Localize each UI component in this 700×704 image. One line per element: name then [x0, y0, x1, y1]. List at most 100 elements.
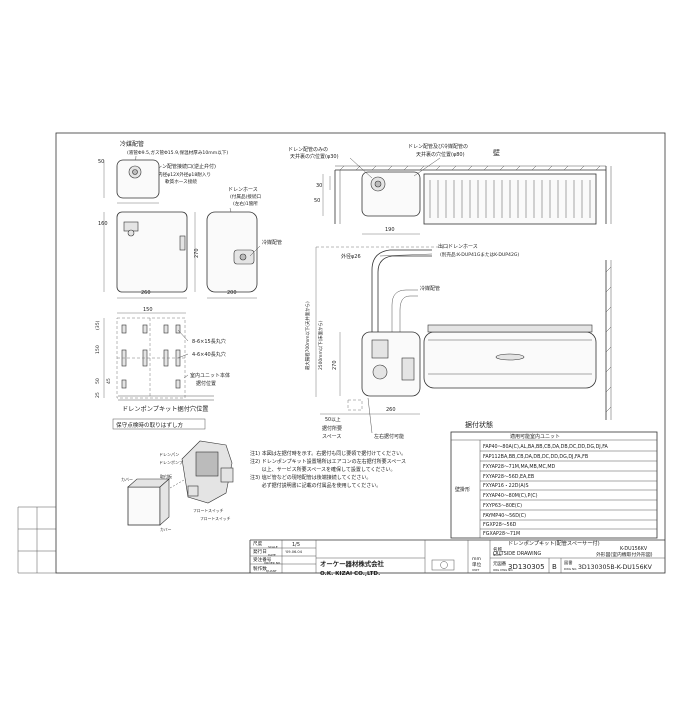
dwg-label: 図番	[564, 559, 573, 566]
revision: B	[552, 563, 557, 571]
dim-35: (35)	[95, 320, 101, 330]
footnote: 注2) ドレンポンプキット設置場所はエアコンの左右据付所要スペース	[250, 458, 406, 465]
wall-install-view: 出口ドレンホース (別売品:K-DUP41GまたはK-DUP42G) 外径φ26…	[304, 243, 612, 440]
dwg-sub: DWG NO.	[564, 567, 577, 571]
unit-value: mm	[472, 557, 481, 562]
unit-sub: UNIT	[472, 568, 479, 572]
label-unit-body: 室内ユニット本体	[190, 372, 230, 379]
part-2: ドレンポンプ	[159, 459, 183, 465]
label-drain-hose-conn: 軟質ホース接続	[165, 178, 197, 185]
table-row: FXYAP16・22D(A)S	[483, 483, 529, 489]
install-table: 据付状態 適用可能室内ユニット 壁掛形 FAP40～80A(C),AL,BA,B…	[450, 420, 658, 539]
order-sub: ORDER NO.	[264, 561, 281, 565]
label-left-right: (左右)1箇所	[233, 200, 258, 207]
date-label: 発行日	[253, 548, 267, 555]
note-drain-cooling: ドレン配管及び冷媒配管の	[408, 143, 468, 150]
footnote: 注1) 本図は左据付時を示す。右据付も同じ要領で据付けてください。	[250, 450, 406, 457]
date-sub: DATE	[268, 553, 276, 557]
model: K-DU156KV	[620, 546, 648, 552]
table-header: 適用可能室内ユニット	[510, 433, 560, 440]
hole-layout-title: ドレンポンプキット据付穴位置	[122, 405, 208, 413]
company-en: O.K. KIZAI CO.,LTD.	[320, 571, 380, 577]
footnote: 必ず据付説明書に記載の付属品を使用してください。	[250, 482, 381, 489]
label-lift-2: 2500mm以下(床面から)	[317, 320, 324, 370]
label-holes-4: 4-6×40長丸穴	[192, 351, 226, 358]
label-space-2: スペース	[322, 434, 341, 440]
dim-wall-270: 270	[332, 360, 338, 370]
orig-label: 元図番	[493, 560, 507, 567]
pump-front-body	[116, 211, 188, 293]
dim-50-plus: 50以上	[325, 416, 341, 423]
dim-wall-260: 260	[386, 407, 396, 413]
footnotes: 注1) 本図は左据付時を示す。右据付も同じ要領で据付けてください。 注2) ドレ…	[250, 450, 406, 489]
part-5: 取付板	[160, 473, 172, 479]
date-value: '09.06.04	[285, 550, 303, 554]
part-4: フロートスイッチ	[200, 516, 231, 521]
orig-value: 3D130305	[508, 563, 545, 571]
label-outlet-hose: 出口ドレンホース	[438, 243, 478, 250]
pump-side-body	[206, 211, 258, 293]
table-row: FAP40～80A(C),AL,BA,BB,CB,DA,DB,DC,DD,DG,…	[483, 444, 609, 450]
table-row: FAP112BA,BB,CB,DA,DB,DC,DD,DG,DJ,FA,FB	[483, 454, 588, 460]
name-sub: NAME	[493, 553, 502, 557]
orig-sub: ORG DWG NO.	[493, 568, 513, 572]
dim-50: 50	[98, 159, 104, 165]
outside-drawing-jp: 外形図(室内機取付外形図)	[596, 553, 653, 558]
scale-label: 尺度	[253, 540, 263, 547]
table-title: 据付状態	[465, 420, 493, 429]
note-drain-only: ドレン配管のみの	[288, 146, 328, 153]
scale-sub: SCALE	[268, 545, 278, 549]
title-block: 尺度 発行日 受注番号 製作数 SCALE DATE ORDER NO. QUA…	[249, 539, 665, 577]
note-hole-30: 天井裏の穴位置(φ30)	[290, 153, 339, 160]
maker-label: 製作数	[253, 565, 267, 572]
part-1: ドレンパン	[159, 452, 179, 457]
dim-150: 150	[143, 307, 153, 313]
part-6: カバー	[160, 527, 172, 532]
hole-layout: 150 8-6×15長丸穴 4-6×40長丸穴 室内ユニット本体 据付位置 (3…	[95, 307, 230, 413]
order-label: 受注番号	[253, 556, 272, 563]
maker-sub: QUANT	[266, 569, 277, 573]
label-outer-d: 外径φ26	[341, 253, 361, 260]
label-cooling: 冷媒配管	[420, 285, 440, 292]
dwg-value: 3D130305B-K-DU156KV	[578, 564, 653, 571]
scale-value: 1/5	[292, 542, 300, 548]
pump-top-section	[361, 171, 421, 217]
footnote: 以上、サービス所要スペースを確保して設置してください。	[250, 466, 396, 473]
dim-260: 260	[141, 290, 151, 296]
ceiling-section: ドレン配管のみの 天井裏の穴位置(φ30) ドレン配管及び冷媒配管の 天井裏の穴…	[288, 143, 612, 235]
dim-top-190: 190	[385, 227, 395, 233]
label-attached-conn: (付属品)接続口	[230, 193, 262, 200]
label-cooling-pipe: 冷媒配管	[120, 140, 144, 148]
label-holes-8: 8-6×15長丸穴	[192, 338, 226, 345]
label-cooling-pipe-2: 冷媒配管	[262, 239, 282, 246]
table-row: FXYP63～80E(C)	[483, 503, 522, 509]
unit-label: 単位	[472, 561, 482, 568]
table-mount: 壁掛形	[455, 486, 470, 493]
label-drain-spec: 内径φ12X外径φ18耐入り	[158, 171, 211, 178]
maint-title: 保守点検時の取りはずし方	[116, 421, 184, 429]
label-drain-conn: ドレン配管接続口(逆止弁付)	[152, 163, 216, 170]
name-value: ドレンポンプキット(配管スペーサー付)	[508, 539, 600, 547]
dim-150-v: 150	[95, 345, 101, 354]
label-install-pos: 据付位置	[196, 380, 216, 387]
dim-25: 25	[95, 392, 101, 398]
wall-label: 壁	[493, 148, 500, 157]
company-jp: オーケー器材株式会社	[320, 559, 385, 568]
dim-top-30: 30	[316, 183, 322, 189]
dim-45: 45	[106, 378, 112, 384]
table-row: FGXAP28～71M	[483, 531, 520, 537]
projection-symbol	[431, 559, 455, 571]
front-view: 冷媒配管 (液管Φ9.5,ガス管Φ15.9,保温材厚み10mm以下) ドレン配管…	[98, 140, 228, 299]
cover-part	[127, 486, 161, 526]
table-row: FXYAP28～56D,EA,EB	[483, 474, 534, 480]
label-left-drain: 左右据付可能	[374, 433, 404, 440]
dim-270: 270	[194, 248, 200, 258]
dim-200: 200	[227, 290, 237, 296]
label-hose-option: (別売品:K-DUP41GまたはK-DUP42G)	[440, 251, 519, 258]
drawing-border	[55, 132, 666, 574]
dim-top-50: 50	[314, 198, 320, 204]
label-space: 据付所要	[322, 425, 342, 432]
note-hole-80: 天井裏の穴位置(φ80)	[416, 151, 465, 158]
